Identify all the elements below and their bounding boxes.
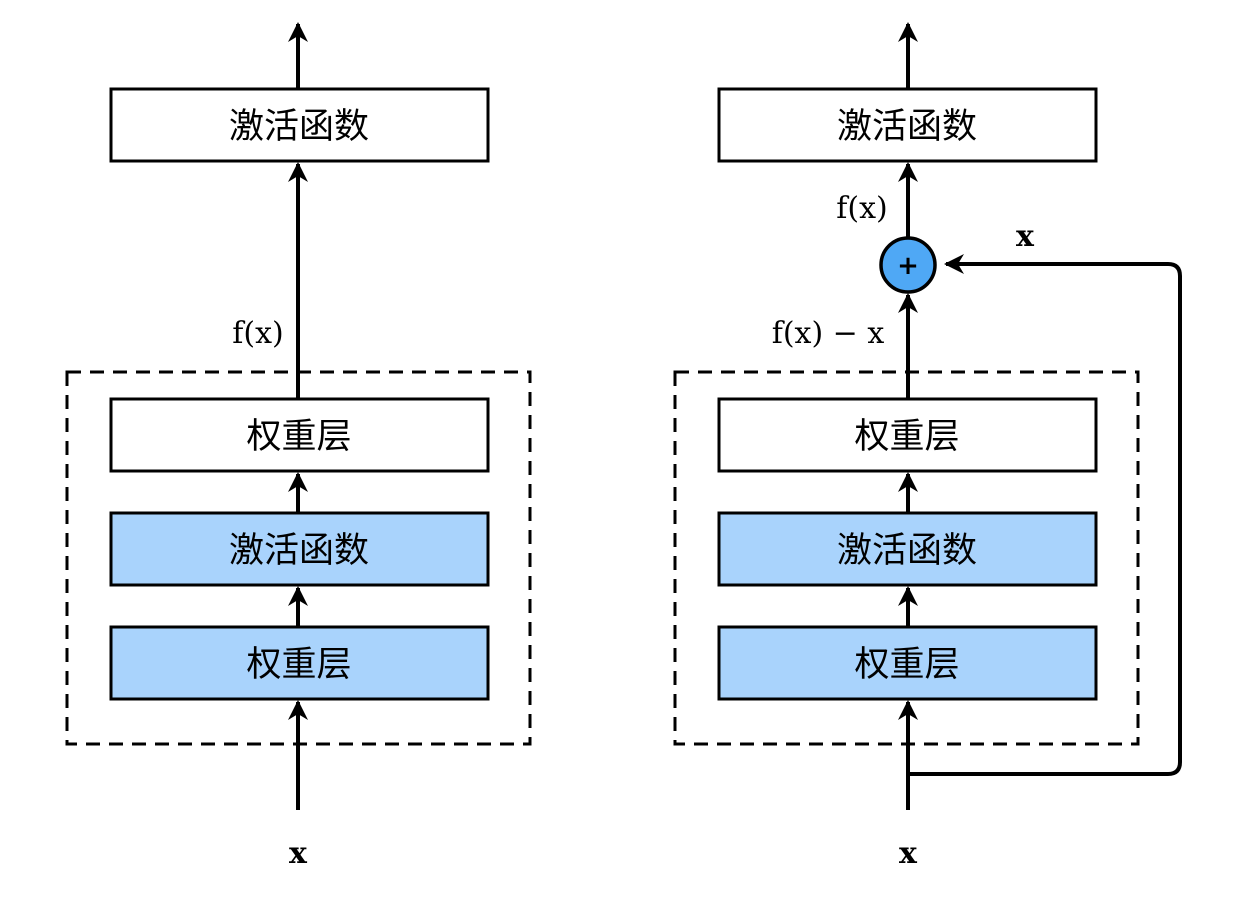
right-skip-connection — [908, 254, 1182, 776]
left-diagram: 激活函数 权重层 激活函数 权重层 f(x) x — [65, 22, 532, 871]
right-residual-label: f(x) − x — [772, 316, 885, 351]
right-top-activation-label: 激活函数 — [837, 107, 977, 147]
left-activation-box — [109, 511, 490, 587]
left-weight-layer-bottom-box — [109, 625, 490, 701]
right-top-activation-box — [717, 87, 1098, 163]
right-skip-label: x — [1016, 219, 1035, 254]
right-weight-layer-bottom-label: 权重层 — [854, 645, 959, 685]
left-top-activation-label: 激活函数 — [229, 107, 369, 147]
left-input-label: x — [289, 836, 308, 871]
right-activation-box — [717, 511, 1098, 587]
right-weight-layer-top-label: 权重层 — [854, 417, 959, 457]
add-node-circle — [879, 236, 937, 294]
right-activation-label: 激活函数 — [837, 531, 977, 571]
left-weight-layer-top-label: 权重层 — [246, 417, 351, 457]
left-weight-layer-top-box — [109, 397, 490, 473]
left-weight-layer-bottom-label: 权重层 — [246, 645, 351, 685]
left-output-label: f(x) — [232, 316, 283, 351]
right-input-label: x — [899, 836, 918, 871]
left-activation-label: 激活函数 — [229, 531, 369, 571]
left-top-activation-box — [109, 87, 490, 163]
right-weight-layer-top-box — [717, 397, 1098, 473]
right-output-label: f(x) — [836, 191, 887, 226]
right-diagram: 激活函数 权重层 激活函数 权重层 + f(x) x f(x) − x x — [673, 22, 1182, 871]
right-weight-layer-bottom-box — [717, 625, 1098, 701]
add-node-symbol: + — [897, 251, 919, 281]
